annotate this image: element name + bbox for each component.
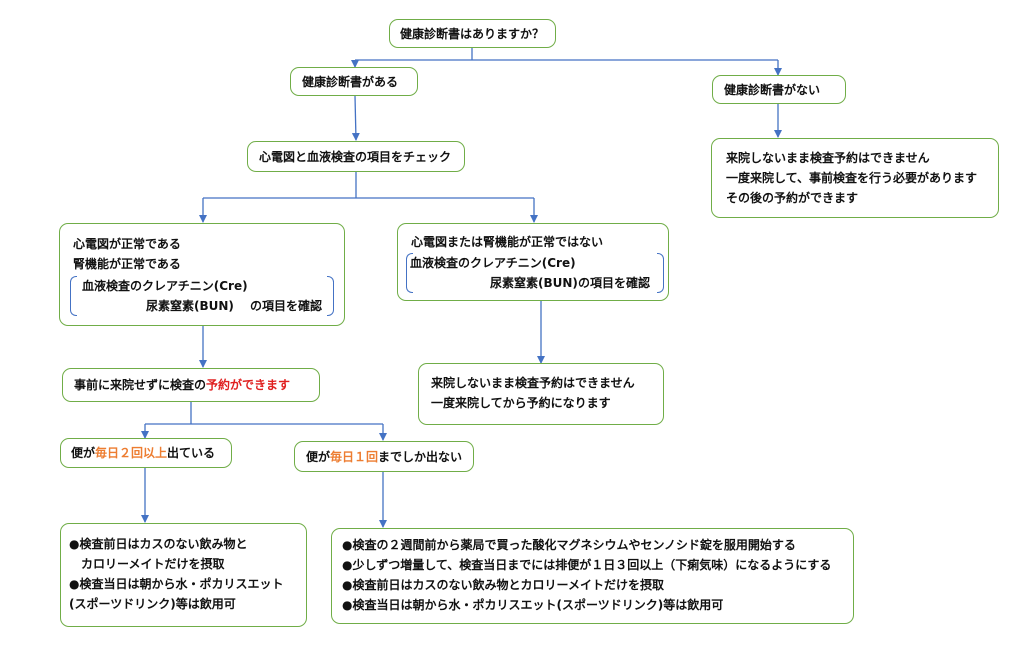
normal-confirm-text: の項目を確認	[250, 299, 323, 313]
normal-ecg-text: 心電図が正常である	[73, 237, 181, 251]
node-no-certificate-result: 来院しないまま検査予約はできません 一度来院して、事前検査を行う必要があります …	[711, 138, 999, 218]
once-instruction-line-3: ●検査前日はカスのない飲み物とカロリーメイトだけを摂取	[342, 578, 664, 592]
arrow-yes-check	[351, 95, 360, 141]
arrow-q-split	[355, 48, 778, 61]
question-text: 健康診断書はありますか？	[400, 27, 545, 41]
once-instruction-line-4: ●検査当日は朝から水・ポカリスエット(スポーツドリンク)等は飲用可	[342, 598, 724, 612]
node-reservation: 事前に来院せずに検査の予約ができます	[62, 368, 320, 402]
abnormal-cre-text: 血液検査のクレアチニン(Cre)	[410, 256, 576, 270]
twice-instruction-line-4: (スポーツドリンク)等は飲用可	[69, 597, 236, 611]
right-bracket	[327, 276, 334, 316]
abnormal-bun-text: 尿素窒素(BUN)	[490, 276, 578, 290]
no-certificate-text: 健康診断書がない	[724, 83, 821, 97]
left-bracket	[70, 276, 77, 316]
check-items-text: 心電図と血液検査の項目をチェック	[259, 150, 452, 164]
node-once-instructions: ●検査の２週間前から薬局で買った酸化マグネシウムやセンノシド錠を服用開始する ●…	[331, 528, 854, 624]
abnormal-result-line-1: 来院しないまま検査予約はできません	[431, 376, 635, 390]
abnormal-result-line-2: 一度来院してから予約になります	[431, 396, 611, 410]
node-no-certificate: 健康診断書がない	[712, 75, 846, 104]
twice-instruction-line-2: カロリーメイトだけを摂取	[69, 557, 225, 571]
no-result-line-2: 一度来院して、事前検査を行う必要があります	[726, 171, 978, 185]
node-twice-instructions: ●検査前日はカスのない飲み物と カロリーメイトだけを摂取 ●検査当日は朝から水・…	[60, 523, 307, 627]
stool-once-highlight: 毎日１回	[330, 450, 379, 464]
node-abnormal: 心電図または腎機能が正常ではない 血液検査のクレアチニン(Cre) 尿素窒素(B…	[397, 223, 669, 301]
twice-instruction-line-1: ●検査前日はカスのない飲み物と	[69, 537, 248, 551]
abnormal-bracket-group: 血液検査のクレアチニン(Cre) 尿素窒素(BUN) の項目を確認	[406, 253, 664, 293]
normal-bracket-group: 血液検査のクレアチニン(Cre) 尿素窒素(BUN) の項目を確認	[70, 276, 334, 316]
node-stool-twice-daily: 便が毎日２回以上出ている	[60, 438, 232, 468]
node-normal: 心電図が正常である 腎機能が正常である 血液検査のクレアチニン(Cre) 尿素窒…	[59, 223, 345, 326]
node-has-certificate: 健康診断書がある	[290, 67, 418, 96]
abnormal-ecg-kidney-text: 心電図または腎機能が正常ではない	[411, 235, 604, 249]
left-bracket	[406, 253, 413, 293]
normal-kidney-text: 腎機能が正常である	[73, 257, 181, 271]
arrow-check-split	[203, 172, 534, 199]
stool-twice-prefix: 便が	[71, 446, 96, 460]
arrow-reserve-split	[145, 402, 383, 425]
stool-twice-suffix: 出ている	[167, 446, 216, 460]
node-stool-once-daily: 便が毎日１回までしか出ない	[294, 441, 474, 472]
no-result-line-3: その後の予約ができます	[726, 191, 859, 205]
right-bracket	[657, 253, 664, 293]
node-check-items: 心電図と血液検査の項目をチェック	[247, 141, 465, 172]
stool-twice-highlight: 毎日２回以上	[95, 446, 168, 460]
reservation-text: 事前に来院せずに検査の予約ができます	[74, 375, 319, 395]
twice-instruction-line-3: ●検査当日は朝から水・ポカリスエット	[69, 577, 284, 591]
no-result-line-1: 来院しないまま検査予約はできません	[726, 151, 930, 165]
normal-cre-text: 血液検査のクレアチニン(Cre)	[82, 279, 248, 293]
node-abnormal-result: 来院しないまま検査予約はできません 一度来院してから予約になります	[418, 363, 664, 425]
reservation-highlight: 予約ができます	[206, 378, 291, 392]
stool-once-text: 便が毎日１回までしか出ない	[306, 447, 473, 467]
reservation-prefix: 事前に来院せずに検査の	[74, 378, 207, 392]
normal-bun-text: 尿素窒素(BUN)	[146, 299, 234, 313]
stool-once-prefix: 便が	[306, 450, 331, 464]
once-instruction-line-2: ●少しずつ増量して、検査当日までには排便が１日３回以上（下痢気味）になるようにす…	[342, 558, 832, 572]
stool-twice-text: 便が毎日２回以上出ている	[71, 443, 231, 463]
once-instruction-line-1: ●検査の２週間前から薬局で買った酸化マグネシウムやセンノシド錠を服用開始する	[342, 538, 796, 552]
abnormal-confirm-text: の項目を確認	[578, 276, 651, 290]
node-question: 健康診断書はありますか？	[389, 19, 556, 48]
has-certificate-text: 健康診断書がある	[302, 75, 399, 89]
stool-once-suffix: までしか出ない	[378, 450, 463, 464]
